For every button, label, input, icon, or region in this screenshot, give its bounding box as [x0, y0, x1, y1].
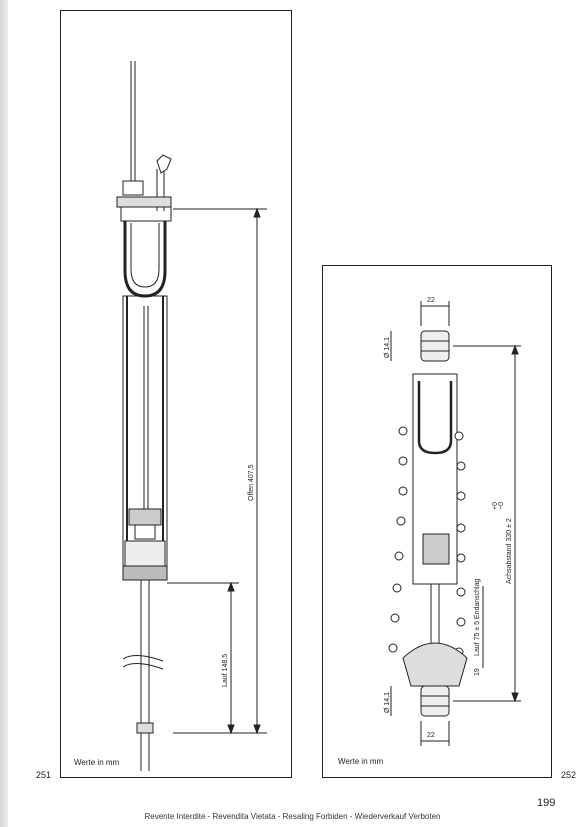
- figure-number-252: 252: [561, 770, 577, 780]
- bottom-offset-label: 19: [474, 668, 481, 676]
- figure-252-frame: 22 22 Ø 14,1 Ø 14,1 Achsabstand 330 ± 2 …: [322, 265, 552, 778]
- top-width-label: 22: [427, 297, 435, 304]
- axle-tolerance-top: +0: [492, 502, 499, 510]
- axle-distance-label: Achsabstand 330 ± 2: [506, 518, 513, 584]
- footer-notice: Revente Interdite - Revendita Vietata - …: [144, 812, 441, 821]
- top-diameter-label: Ø 14,1: [384, 337, 391, 358]
- units-label-251: Werte in mm: [74, 758, 120, 767]
- axle-tolerance-bottom: −0: [498, 502, 505, 510]
- bottom-diameter-label: Ø 14,1: [384, 692, 391, 713]
- shock-absorber-drawing-251: Offen 407,5 Lauf 148,5: [116, 61, 267, 771]
- figure-number-251: 251: [36, 770, 52, 780]
- stroke-label-252: Lauf 75 ± 5 Endanschlag: [474, 578, 481, 656]
- shock-absorber-drawing-252: 22 22 Ø 14,1 Ø 14,1 Achsabstand 330 ± 2 …: [384, 297, 521, 746]
- figure-251-frame: Offen 407,5 Lauf 148,5 Werte in mm: [60, 10, 292, 778]
- open-length-label: Offen 407,5: [248, 464, 255, 501]
- stroke-label-251: Lauf 148,5: [222, 654, 229, 687]
- units-label-252: Werte in mm: [338, 757, 384, 766]
- bottom-width-label: 22: [427, 732, 435, 739]
- scan-edge-shadow: [0, 0, 8, 827]
- page-number: 199: [537, 797, 556, 809]
